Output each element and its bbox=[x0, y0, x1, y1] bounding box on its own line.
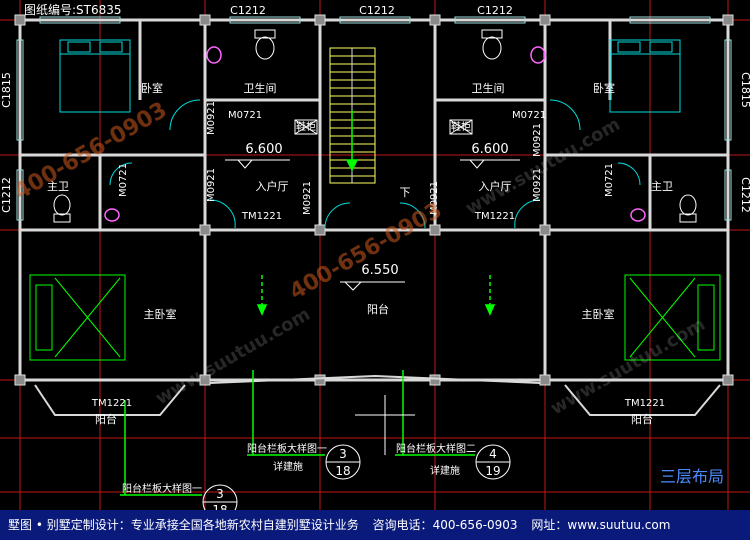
door-code-label: M0921 bbox=[532, 168, 543, 202]
callout-ref: 详建施 bbox=[273, 460, 303, 473]
master-bed-icon bbox=[29, 274, 126, 361]
footer-site-label: 网址： bbox=[531, 518, 568, 532]
watermark-phone: 400-656-0903 bbox=[11, 98, 172, 205]
door-code-label: TM1221 bbox=[474, 211, 515, 222]
bed-icon bbox=[609, 39, 681, 113]
callout-sheet: 18 bbox=[335, 464, 350, 478]
room-label-balcony: 阳台 bbox=[95, 412, 117, 426]
window-code-label: C1212 bbox=[739, 177, 750, 213]
callout-label: 阳台栏板大样图一 bbox=[247, 442, 327, 455]
balcony-railings bbox=[34, 374, 721, 416]
room-label-bathroom: 卫生间 bbox=[244, 81, 277, 95]
window-code-label: C1815 bbox=[0, 72, 13, 108]
callout-label: 阳台栏板大样图一 bbox=[122, 482, 202, 495]
stair-down-label: 下 bbox=[400, 186, 411, 199]
door-code-label: M0921 bbox=[532, 123, 543, 157]
door-code-label: M0921 bbox=[302, 181, 313, 215]
door-code-label: TM1221 bbox=[241, 211, 282, 222]
door-swings bbox=[109, 99, 641, 229]
room-label-bedroom: 卧室 bbox=[593, 81, 615, 95]
drawing-number: 图纸编号:ST6835 bbox=[24, 2, 122, 17]
toilet-icon bbox=[679, 194, 697, 223]
callout-leaders bbox=[120, 370, 475, 496]
room-label-master-bedroom: 主卧室 bbox=[144, 307, 177, 321]
door-code-label: M0721 bbox=[512, 110, 546, 121]
callout-circles bbox=[202, 444, 511, 520]
room-label-entry-hall: 入户厅 bbox=[479, 179, 512, 193]
cabinet-label: 鞋柜 bbox=[451, 120, 471, 133]
windows bbox=[16, 16, 732, 221]
level-symbols bbox=[225, 159, 520, 291]
bed-icon bbox=[59, 39, 131, 113]
callout-label: 阳台栏板大样图二 bbox=[396, 442, 476, 455]
door-code-label: TM1221 bbox=[91, 398, 132, 409]
balcony-drain-arrows bbox=[256, 275, 496, 316]
window-code-label: C1212 bbox=[359, 4, 395, 17]
basin-icon bbox=[104, 46, 646, 222]
layout-title: 三层布局 bbox=[660, 467, 724, 486]
columns bbox=[14, 14, 734, 386]
callout-ref: 详建施 bbox=[430, 464, 460, 477]
callout-number: 3 bbox=[339, 447, 347, 461]
room-label-bedroom: 卧室 bbox=[141, 81, 163, 95]
callout-number: 4 bbox=[489, 447, 497, 461]
door-code-label: M0721 bbox=[118, 163, 129, 197]
window-code-label: C1212 bbox=[230, 4, 266, 17]
cabinet-label: 鞋柜 bbox=[296, 120, 316, 133]
window-code-label: C1815 bbox=[739, 72, 750, 108]
door-code-label: M0921 bbox=[206, 168, 217, 202]
toilet-icon bbox=[481, 29, 503, 60]
elevation-label: 6.550 bbox=[361, 263, 398, 278]
door-code-label: M0921 bbox=[429, 181, 440, 215]
door-code-label: M0721 bbox=[604, 163, 615, 197]
callout-sheet: 19 bbox=[485, 464, 500, 478]
window-code-label: C1212 bbox=[0, 177, 13, 213]
elevation-label: 6.600 bbox=[245, 142, 282, 157]
room-label-master-bedroom: 主卧室 bbox=[582, 307, 615, 321]
stair-direction-arrow bbox=[345, 110, 359, 172]
toilet-icon bbox=[53, 194, 71, 223]
footer-company: 墅图 • 别墅定制设计：专业承接全国各地新农村自建别墅设计业务 bbox=[8, 518, 359, 532]
footer-phone[interactable]: 400-656-0903 bbox=[432, 518, 518, 532]
walls bbox=[18, 18, 730, 382]
elevation-label: 6.600 bbox=[471, 142, 508, 157]
room-label-master-bath: 主卫 bbox=[651, 180, 673, 193]
room-label-balcony: 阳台 bbox=[631, 412, 653, 426]
door-code-label: TM1221 bbox=[624, 398, 665, 409]
toilet-icon bbox=[254, 29, 276, 60]
footer-site-link[interactable]: www.suutuu.com bbox=[567, 518, 671, 532]
section-cross-marker bbox=[355, 395, 415, 455]
room-label-entry-hall: 入户厅 bbox=[256, 179, 289, 193]
footer-bar: 墅图 • 别墅定制设计：专业承接全国各地新农村自建别墅设计业务 咨询电话：400… bbox=[0, 510, 750, 540]
callout-number: 3 bbox=[216, 487, 224, 501]
door-code-label: M0721 bbox=[228, 110, 262, 121]
master-bed-icon bbox=[624, 274, 721, 361]
room-label-bathroom: 卫生间 bbox=[472, 81, 505, 95]
shoe-cabinet-icon bbox=[294, 119, 473, 135]
window-code-label: C1212 bbox=[477, 4, 513, 17]
room-label-balcony: 阳台 bbox=[367, 302, 389, 316]
door-code-label: M0921 bbox=[206, 101, 217, 135]
room-label-master-bath: 主卫 bbox=[47, 180, 69, 193]
footer-phone-label: 咨询电话： bbox=[372, 518, 433, 532]
